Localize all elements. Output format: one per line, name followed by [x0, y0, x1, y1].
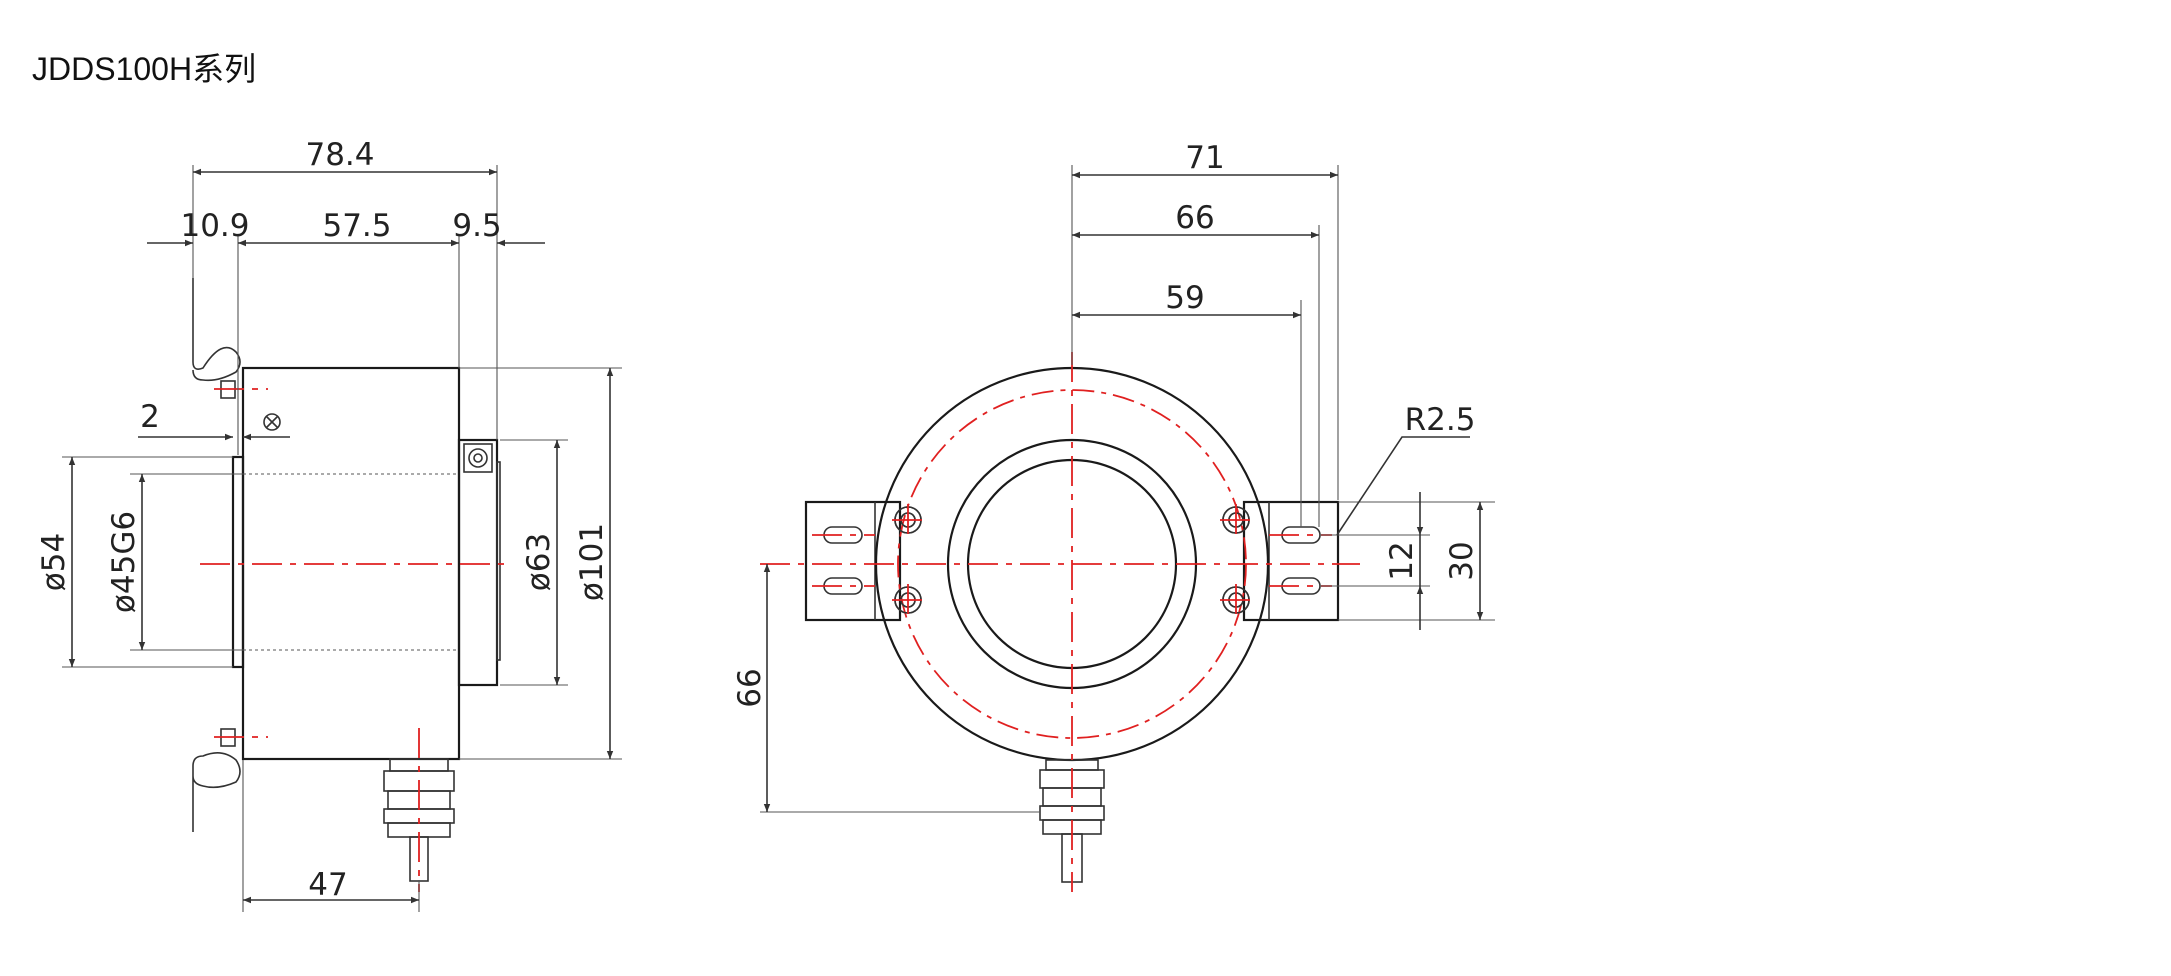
dim-radius: R2.5	[1405, 402, 1476, 438]
dim-flange-offset: 10.9	[180, 208, 249, 244]
dim-slot-12: 12	[1384, 541, 1420, 580]
mounting-wall-bottom	[192, 752, 241, 832]
dim-dia-101: ø101	[574, 523, 610, 601]
front-flange	[231, 455, 245, 669]
mounting-wall-top	[192, 278, 241, 382]
rear-cover	[457, 438, 499, 687]
dim-body-length: 57.5	[322, 208, 391, 244]
radius-leader	[1336, 436, 1470, 536]
side-view: 78.4 10.9 57.5 9.5 2 47 ø54 ø45G6 ø63 ø1…	[36, 137, 622, 912]
dim-height-66: 66	[732, 668, 768, 707]
dim-step: 2	[140, 399, 160, 435]
dim-overall-length: 78.4	[305, 137, 374, 173]
rear-screw	[463, 443, 493, 473]
dim-dia-63: ø63	[521, 533, 557, 591]
dim-rear-length: 9.5	[452, 208, 501, 244]
dim-width-71: 71	[1185, 140, 1224, 176]
vent-screw	[263, 413, 281, 431]
front-view: 71 66 59 R2.5 12 30 66	[732, 140, 1495, 892]
page-title: JDDS100H系列	[32, 51, 257, 87]
dim-bracket-30: 30	[1444, 541, 1480, 580]
dim-dia-45: ø45G6	[106, 511, 142, 613]
dim-width-59: 59	[1165, 280, 1204, 316]
dim-cable-offset: 47	[308, 867, 347, 903]
dim-dia-54: ø54	[36, 533, 72, 591]
dim-width-66: 66	[1175, 200, 1214, 236]
